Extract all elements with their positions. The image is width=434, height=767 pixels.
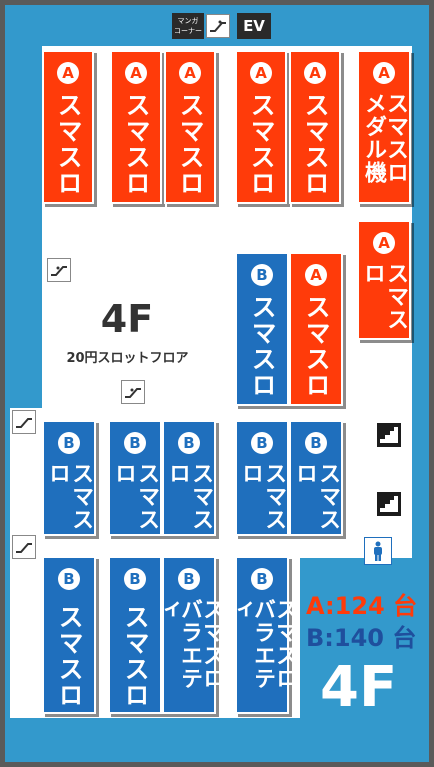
zone-b-badge: B — [178, 432, 200, 454]
machine-a-smaslo[interactable]: A スマスロ — [289, 50, 341, 204]
machine-label-line-1: スマスロ — [272, 598, 297, 690]
machine-label: スマスロ — [55, 604, 85, 708]
zone-b-badge: B — [251, 568, 273, 590]
counter-area — [60, 256, 202, 398]
zone-b-badge: B — [58, 568, 80, 590]
machine-label: スマスロ — [247, 92, 277, 196]
elevator-label: EV — [237, 13, 271, 39]
zone-b-badge: B — [251, 432, 273, 454]
machine-b-variety[interactable]: B スマスロバラエティ — [155, 556, 224, 714]
escalator-icon — [121, 380, 145, 404]
machine-b-smaslo[interactable]: B スマスロ — [108, 556, 162, 714]
machine-label: スマスロ — [121, 604, 151, 708]
machine-label: スマスロ — [165, 462, 214, 531]
machine-b-smaslo[interactable]: B スマスロ — [108, 420, 162, 536]
zone-a-badge: A — [250, 62, 272, 84]
machine-label: スマスロ — [360, 262, 409, 331]
floor-title: 4F — [100, 297, 154, 341]
zone-a-badge: A — [305, 264, 327, 286]
zone-a-badge: A — [179, 62, 201, 84]
zone-b-badge: B — [178, 568, 200, 590]
machine-b-smaslo[interactable]: B スマスロ — [289, 420, 343, 536]
manga-corner-label: マンガ コーナー — [172, 13, 204, 39]
escalator-icon — [12, 535, 36, 559]
total-a: A:124 台 — [306, 592, 418, 620]
machine-label: スマスロ — [238, 462, 287, 531]
escalator-icon — [206, 14, 230, 38]
machine-label-line-2: バラエティ — [155, 598, 202, 690]
machine-a-smaslo[interactable]: A スマスロ — [110, 50, 162, 204]
escalator-icon — [12, 410, 36, 434]
machine-label: スマスロ — [301, 92, 331, 196]
machine-b-smaslo[interactable]: B スマスロ — [235, 420, 289, 536]
zone-a-badge: A — [57, 62, 79, 84]
zone-a-badge: A — [373, 232, 395, 254]
zone-b-badge: B — [305, 432, 327, 454]
stairs-icon — [375, 490, 403, 518]
machine-label: スマスロ — [122, 92, 152, 196]
machine-a-smaslo[interactable]: A スマスロ — [357, 220, 411, 340]
zone-b-badge: B — [251, 264, 273, 286]
machine-b-smaslo[interactable]: B スマスロ — [162, 420, 216, 536]
floor-corner-label: 4F — [320, 655, 398, 720]
machine-label: スマスロ — [176, 92, 206, 196]
escalator-icon — [47, 258, 71, 282]
machine-b-smaslo[interactable]: B スマスロ — [235, 252, 289, 406]
total-b: B:140 台 — [306, 624, 417, 652]
manga-line-2: コーナー — [174, 27, 202, 35]
machine-label: スマスロバラエティ — [228, 598, 297, 712]
machine-label-line-2: バラエティ — [228, 598, 275, 690]
machine-a-medal[interactable]: A スマスロメダル機 — [357, 50, 411, 204]
machine-label-line-1: スマスロ — [199, 598, 224, 690]
machine-a-smaslo[interactable]: A スマスロ — [164, 50, 216, 204]
zone-b-badge: B — [124, 432, 146, 454]
machine-label: スマスロバラエティ — [155, 598, 224, 712]
machine-label-line-1: スマスロ — [383, 92, 408, 184]
machine-label-line-2: メダル機 — [361, 92, 386, 184]
machine-a-smaslo[interactable]: A スマスロ — [289, 252, 343, 406]
machine-label: スマスロ — [302, 294, 332, 398]
machine-label: スマスロ — [248, 294, 278, 398]
machine-b-smaslo[interactable]: B スマスロ — [42, 420, 96, 536]
machine-label: スマスロ — [292, 462, 341, 531]
zone-b-badge: B — [58, 432, 80, 454]
machine-label: スマスロ — [45, 462, 94, 531]
machine-a-smaslo[interactable]: A スマスロ — [235, 50, 287, 204]
zone-a-badge: A — [304, 62, 326, 84]
machine-label: スマスロメダル機 — [361, 92, 408, 202]
stairs-icon — [375, 421, 403, 449]
zone-a-badge: A — [125, 62, 147, 84]
zone-a-badge: A — [373, 62, 395, 84]
machine-label: スマスロ — [111, 462, 160, 531]
manga-line-1: マンガ — [177, 17, 199, 25]
machine-b-variety[interactable]: B スマスロバラエティ — [228, 556, 297, 714]
restroom-icon — [364, 537, 392, 565]
floor-subtitle: 20円スロットフロア — [66, 351, 189, 366]
zone-b-badge: B — [124, 568, 146, 590]
machine-b-smaslo[interactable]: B スマスロ — [42, 556, 96, 714]
machine-label: スマスロ — [54, 92, 84, 196]
machine-a-smaslo[interactable]: A スマスロ — [42, 50, 94, 204]
